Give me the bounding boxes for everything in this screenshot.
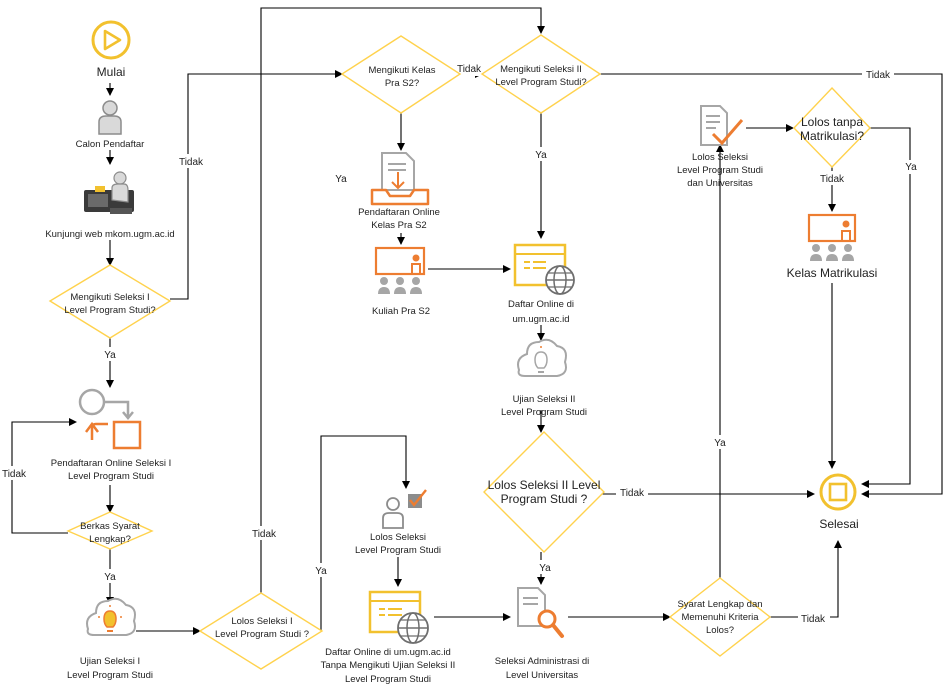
node-labels: Mulai Calon Pendaftar Kunjungi web mkom.… [45, 64, 877, 685]
lolos1-question-line1: Lolos Seleksi I [231, 616, 292, 627]
edge-label-tidak: Tidak [620, 488, 645, 499]
seleksi-admin-line2: Level Universitas [506, 670, 579, 681]
end-label: Selesai [819, 517, 858, 531]
idea-icon [86, 597, 136, 636]
classroom-icon [807, 213, 857, 261]
edge-label-ya: Ya [535, 150, 547, 161]
lolos1-question-line2: Level Program Studi ? [215, 629, 309, 640]
edge-seleksi2-tidak [600, 73, 943, 498]
seleksi2-question-line1: Mengikuti Seleksi II [500, 64, 582, 75]
pendaftaran-seleksi1-line1: Pendaftaran Online Seleksi I [51, 458, 171, 469]
seleksi2-question-line2: Level Program Studi? [495, 77, 586, 88]
kunjungi-web-label: Kunjungi web mkom.ugm.ac.id [45, 229, 174, 240]
berkas-question-line2: Lengkap? [89, 534, 131, 545]
decision-nodes [48, 34, 871, 670]
edge-labels: Ya Ya Tidak Tidak Tidak Ya Ya Tidak Ya T… [0, 62, 922, 626]
kelas-pra-question-line2: Pra S2? [385, 78, 419, 89]
decision-berkas [66, 511, 154, 550]
seleksi-admin-line1: Seleksi Administrasi di [495, 656, 590, 667]
lolos-seleksi-line1: Lolos Seleksi [370, 532, 426, 543]
idea-icon [517, 338, 567, 377]
kuliah-pra-label: Kuliah Pra S2 [372, 306, 430, 317]
edge-label-ya: Ya [104, 572, 116, 583]
stop-icon [819, 473, 857, 511]
edge-label-tidak: Tidak [866, 70, 891, 81]
berkas-question-line1: Berkas Syarat [80, 521, 140, 532]
lolos-univ-line1: Lolos Seleksi [692, 152, 748, 163]
edge-matrikulasi-ya [861, 127, 911, 488]
edge-label-ya: Ya [539, 563, 551, 574]
browser-globe-icon [368, 590, 429, 644]
ujian-seleksi1-line1: Ujian Seleksi I [80, 656, 140, 667]
user-icon [98, 100, 122, 135]
ujian-seleksi2-line1: Ujian Seleksi II [513, 394, 576, 405]
lolos2-question-line1: Lolos Seleksi II Level [488, 478, 601, 492]
decision-kelas-pra [340, 35, 462, 114]
lolos-univ-line2: Level Program Studi [677, 165, 763, 176]
decision-syarat [668, 577, 772, 657]
kelas-matrikulasi-label: Kelas Matrikulasi [787, 266, 878, 280]
edge-label-tidak: Tidak [801, 614, 826, 625]
pendaftaran-seleksi1-line2: Level Program Studi [68, 471, 154, 482]
ujian-seleksi2-line2: Level Program Studi [501, 407, 587, 418]
computer-user-icon [84, 171, 134, 214]
edge-label-tidak: Tidak [252, 529, 277, 540]
decision-seleksi2 [480, 34, 602, 114]
edge-label-ya: Ya [905, 162, 917, 173]
edges [11, 7, 943, 635]
syarat-question-line2: Memenuhi Kriteria [681, 612, 759, 623]
edge-label-ya: Ya [714, 438, 726, 449]
seleksi1-question-line1: Mengikuti Seleksi I [70, 292, 149, 303]
edge-label-tidak: Tidak [457, 64, 482, 75]
decision-matrikulasi [793, 86, 871, 169]
edge-label-tidak: Tidak [179, 157, 204, 168]
decision-lolos1 [198, 592, 324, 670]
classroom-icon [374, 246, 426, 294]
decision-lolos2 [483, 431, 605, 553]
pendaftaran-pra-line2: Kelas Pra S2 [371, 220, 426, 231]
ujian-seleksi1-line2: Level Program Studi [67, 670, 153, 681]
lolos-seleksi-line2: Level Program Studi [355, 545, 441, 556]
matrikulasi-question-line1: Lolos tanpa [801, 115, 863, 129]
start-label: Mulai [97, 65, 126, 79]
document-search-icon [517, 587, 564, 638]
edge-label-ya: Ya [315, 566, 327, 577]
edge-label-tidak: Tidak [2, 469, 27, 480]
daftar-tanpa-line2: Tanpa Mengikuti Ujian Seleksi II [321, 660, 456, 671]
lolos2-question-line2: Program Studi ? [501, 492, 588, 506]
play-icon [91, 20, 131, 60]
user-check-icon [382, 489, 427, 529]
syarat-question-line3: Lolos? [706, 625, 734, 636]
document-download-icon [370, 152, 430, 206]
edge-seleksi1-tidak [170, 70, 343, 300]
daftar-tanpa-line3: Level Program Studi [345, 674, 431, 685]
lolos-univ-line3: dan Universitas [687, 178, 753, 189]
edge-label-tidak: Tidak [820, 174, 845, 185]
edge-label-ya: Ya [335, 174, 347, 185]
edge-syarat-tidak [770, 540, 842, 618]
syarat-question-line1: Syarat Lengkap dan [677, 599, 762, 610]
workflow-icon [78, 388, 142, 450]
daftar-tanpa-line1: Daftar Online di um.ugm.ac.id [325, 647, 451, 658]
kelas-pra-question-line1: Mengikuti Kelas [368, 65, 435, 76]
decision-seleksi1 [48, 264, 172, 339]
edge-lolos1-tidak [260, 7, 545, 593]
edge-label-ya: Ya [104, 350, 116, 361]
daftar-online-line2: um.ugm.ac.id [512, 314, 569, 325]
pendaftaran-pra-line1: Pendaftaran Online [358, 207, 440, 218]
calon-pendaftar-label: Calon Pendaftar [76, 139, 145, 150]
seleksi1-question-line2: Level Program Studi? [64, 305, 155, 316]
edge-lolos1-ya [320, 435, 410, 631]
daftar-online-line1: Daftar Online di [508, 299, 574, 310]
matrikulasi-question-line2: Matrikulasi? [800, 129, 864, 143]
browser-globe-icon [513, 243, 575, 295]
document-check-icon [700, 105, 744, 146]
